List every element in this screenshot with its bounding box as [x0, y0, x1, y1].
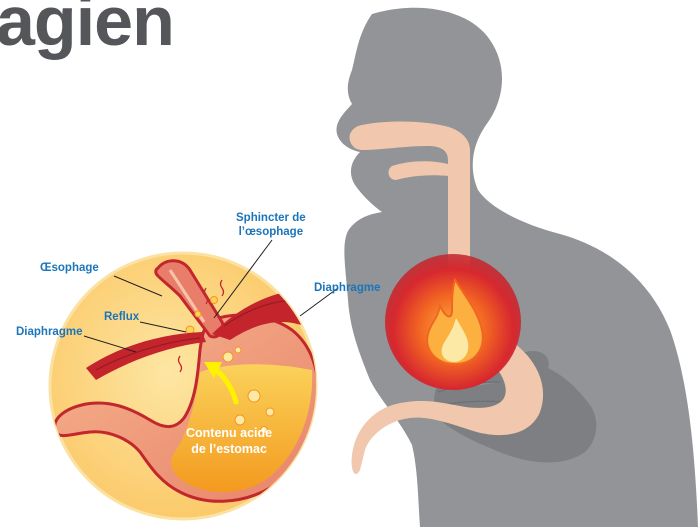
label-sphincter-line2: l’œsophage	[236, 226, 306, 240]
label-diaphragme-right: Diaphragme	[314, 282, 380, 296]
label-diaphragme-left: Diaphragme	[16, 326, 82, 340]
label-contenu-line1: Contenu acide	[186, 426, 272, 442]
label-oesophage: Œsophage	[40, 262, 99, 276]
label-reflux: Reflux	[104, 311, 139, 325]
stomach-zoom-circle	[50, 253, 330, 519]
label-sphincter-line1: Sphincter de	[236, 212, 306, 226]
label-contenu-acide: Contenu acide de l’estomac	[186, 426, 272, 457]
label-contenu-line2: de l’estomac	[186, 442, 272, 458]
heartburn-area	[385, 254, 521, 390]
label-sphincter: Sphincter de l’œsophage	[236, 212, 306, 240]
person-silhouette	[336, 8, 698, 527]
